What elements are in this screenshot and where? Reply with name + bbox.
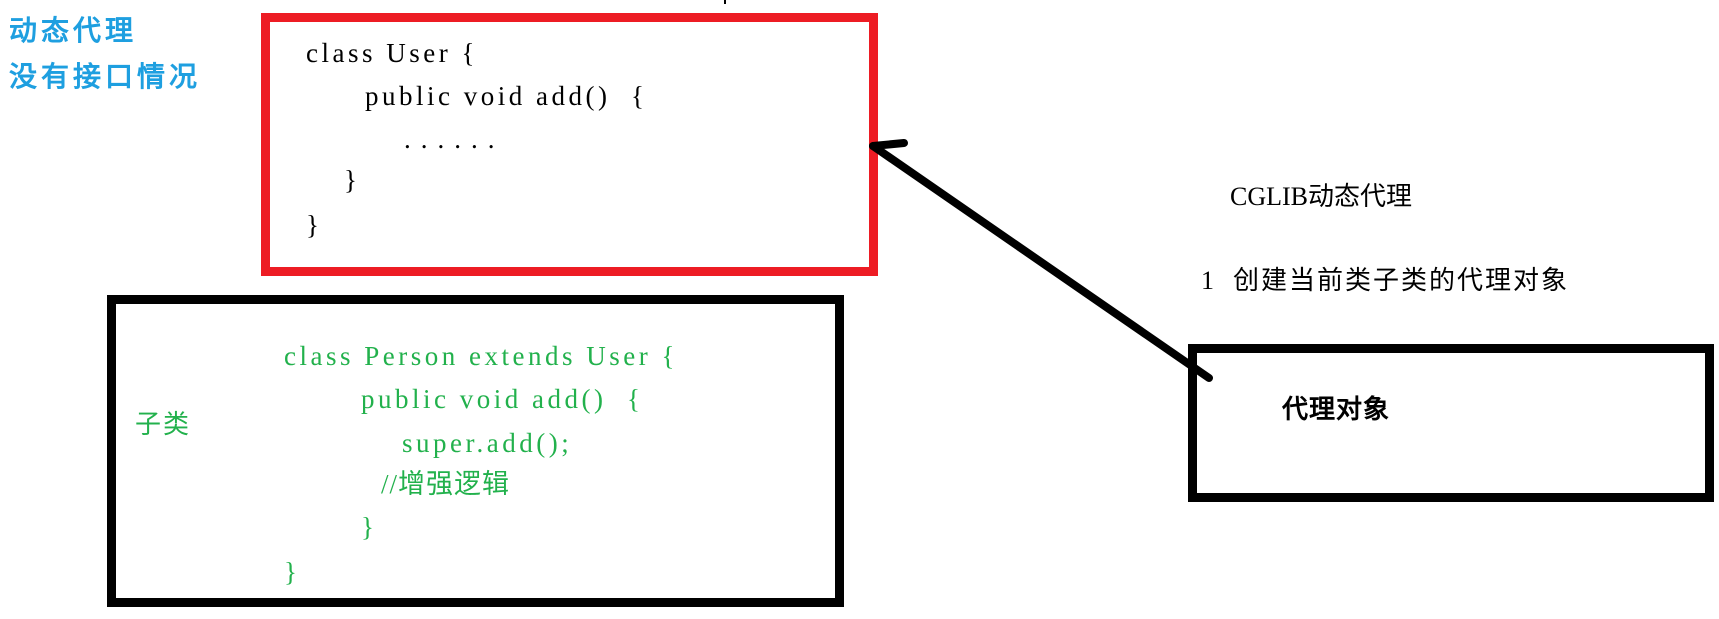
proxy-object-box [1188,344,1714,502]
parent-code-line-4: } [344,165,361,195]
diagram-title-line2: 没有接口情况 [9,60,202,93]
parent-code-line-3: ...... [404,124,505,154]
parent-code-line-5: } [306,210,323,240]
subclass-code-line-4: //增强逻辑 [381,469,511,499]
subclass-code-line-6: } [284,557,301,587]
proxy-object-label: 代理对象 [1282,395,1391,425]
subclass-code-line-5: } [361,512,378,542]
cglib-title: CGLIB动态代理 [1230,182,1413,211]
subclass-box [107,295,844,607]
subclass-label: 子类 [135,410,192,440]
subclass-code-line-2: public void add() { [361,384,644,414]
parent-code-line-1: class User { [306,38,478,68]
stray-mark [724,0,726,4]
subclass-code-line-1: class Person extends User { [284,341,678,371]
cglib-step-1: 1 创建当前类子类的代理对象 [1201,266,1570,295]
parent-code-line-2: public void add() { [365,81,648,111]
subclass-code-line-3: super.add(); [402,428,573,458]
diagram-title-line1: 动态代理 [9,14,138,47]
